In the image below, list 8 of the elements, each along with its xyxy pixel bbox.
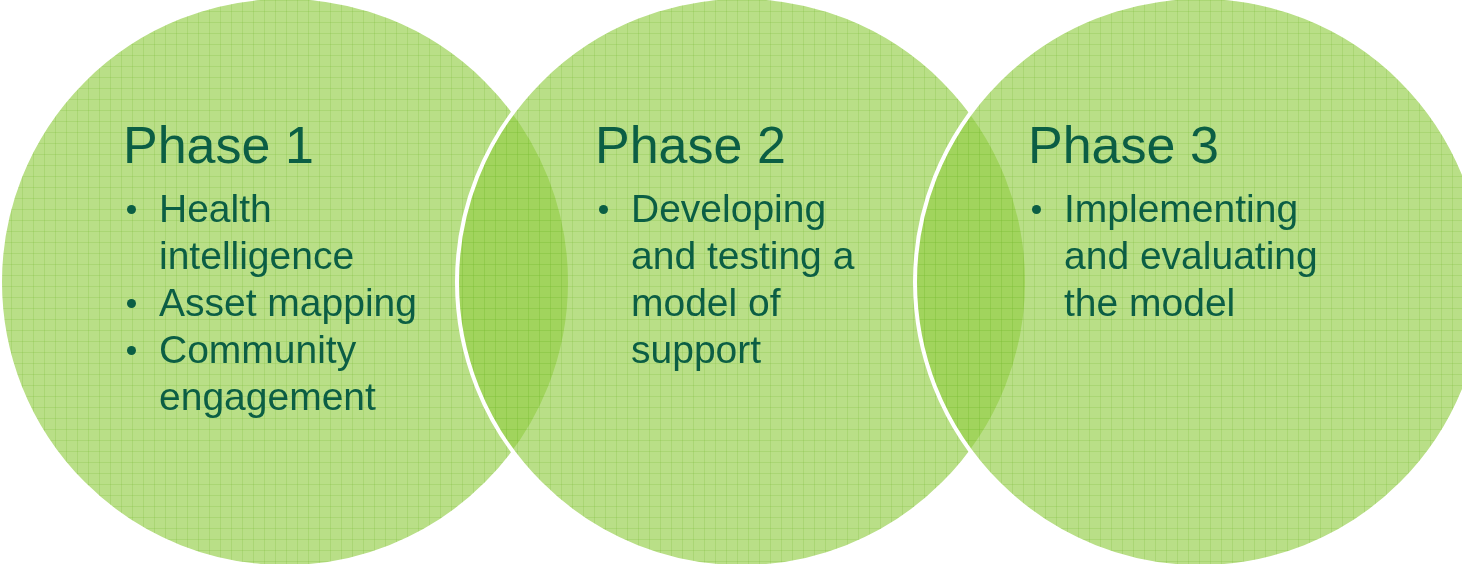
bullet-item: Implementing and evaluating the model — [1064, 186, 1319, 326]
phase-heading: Phase 3 — [1028, 115, 1219, 176]
phase-heading: Phase 2 — [595, 115, 786, 176]
bullet-item: Asset mapping — [159, 280, 418, 326]
phase-heading: Phase 1 — [123, 115, 314, 176]
bullet-item: Developing and testing a model of support — [631, 186, 856, 373]
bullet-item: Health intelligence — [159, 186, 356, 279]
bullet-item: Community engagement — [159, 327, 377, 420]
